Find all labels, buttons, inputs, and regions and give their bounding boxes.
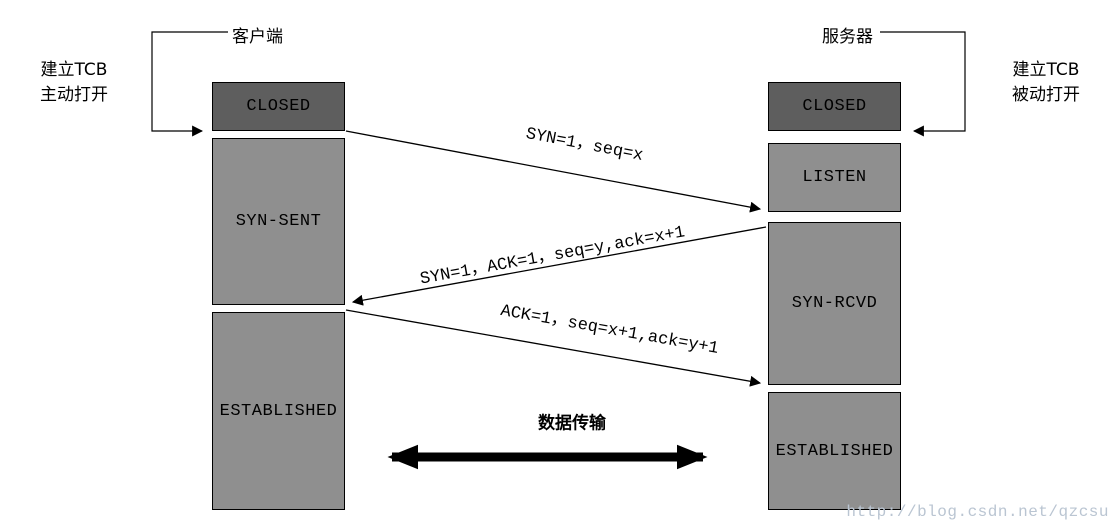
client-title: 客户端 [232, 27, 283, 47]
server-state-closed: CLOSED [768, 82, 901, 131]
server-state-established: ESTABLISHED [768, 392, 901, 510]
server-title: 服务器 [822, 27, 873, 47]
client-state-syn-sent-label: SYN-SENT [235, 212, 322, 231]
client-state-syn-sent: SYN-SENT [212, 138, 345, 305]
syn-message-label: SYN=1，seq=x [524, 124, 645, 166]
syn-ack-message-label: SYN=1，ACK=1，seq=y,ack=x+1 [418, 223, 687, 290]
ack-message-label: ACK=1，seq=x+1,ack=y+1 [498, 301, 720, 359]
server-state-syn-rcvd: SYN-RCVD [768, 222, 901, 385]
data-transfer-label: 数据传输 [538, 413, 606, 434]
client-state-closed: CLOSED [212, 82, 345, 131]
server-open-note: 建立TCB 被动打开 [1012, 60, 1080, 105]
watermark-text: http://blog.csdn.net/qzcsu [846, 503, 1109, 521]
client-state-established-label: ESTABLISHED [219, 401, 338, 421]
server-state-listen-label: LISTEN [802, 168, 867, 187]
server-state-closed-label: CLOSED [802, 97, 867, 116]
server-state-established-label: ESTABLISHED [775, 441, 894, 461]
client-state-closed-label: CLOSED [246, 97, 311, 116]
client-state-established: ESTABLISHED [212, 312, 345, 510]
server-state-syn-rcvd-label: SYN-RCVD [791, 294, 878, 313]
server-state-listen: LISTEN [768, 143, 901, 212]
client-open-note: 建立TCB 主动打开 [40, 60, 108, 105]
